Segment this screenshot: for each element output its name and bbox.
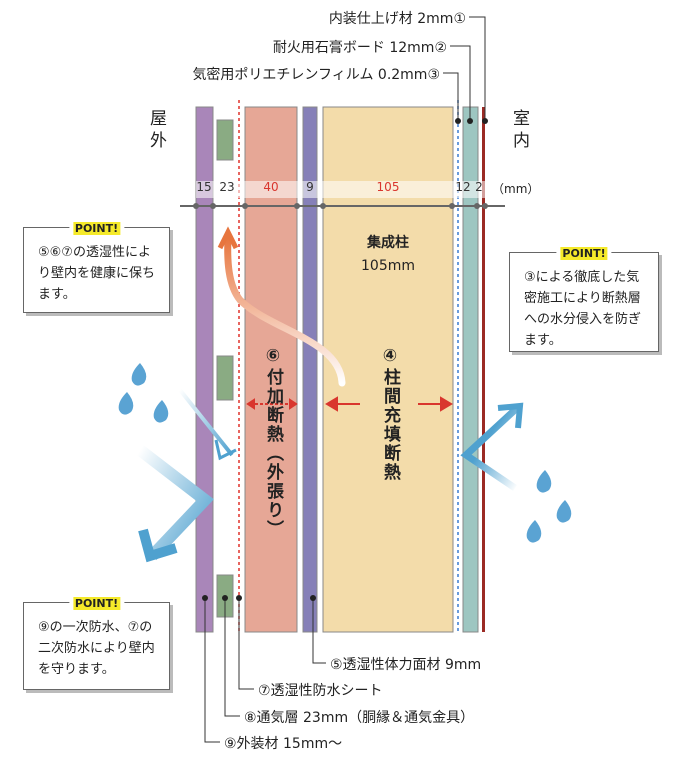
label-air-gap: ⑧通気層 23mm（胴縁＆通気金具） [244,710,475,726]
point-text: ③による徹底した気密施工により断熱層への水分侵入を防ぎます。 [524,270,642,348]
label-waterproof-sheet: ⑦透湿性防水シート [258,683,383,699]
label-siding: ⑨外装材 15mm～ [224,736,343,752]
label-gypsum-board: 耐火用石膏ボード 12mm② [272,40,447,56]
rain-deflect-arrow-small [178,388,234,457]
dim-cavity: 105 [376,180,400,194]
structural-panel-layer [302,106,318,633]
rain-deflect-arrow-large [136,445,214,561]
outer-insulation-label: ⑥付加断熱（外張り） [263,346,283,539]
label-structural-panel: ⑤透湿性体力面材 9mm [330,657,482,673]
interior-finish-layer [482,107,485,632]
point-badge: POINT! [560,247,608,260]
label-vapor-film: 気密用ポリエチレンフィルム 0.2mm③ [192,67,440,83]
arrowhead [217,226,239,250]
point-text: ⑨の一次防水、⑦の二次防水により壁内を守ります。 [38,620,155,677]
dim-siding: 15 [196,180,212,194]
batten [216,119,234,161]
batten [216,355,234,401]
point-box-airtight: POINT! ③による徹底した気密施工により断熱層への水分侵入を防ぎます。 [509,243,659,352]
dim-air-gap: 23 [219,180,235,194]
dim-outer-insulation: 40 [263,180,279,194]
dim-gypsum: 12 [455,180,471,194]
label-interior-finish: 内装仕上げ材 2mm① [328,11,466,27]
point-badge: POINT! [72,597,121,610]
point-box-breathability: POINT! ⑤⑥⑦の透湿性により壁内を健康に保ちます。 [23,218,170,313]
dim-unit: （mm） [492,182,540,196]
column-size: 105mm [361,258,415,274]
vapor-block-arrow [460,405,520,491]
dim-finish: 2 [475,180,483,194]
label-indoor: 室内 [513,109,530,151]
point-badge: POINT! [72,222,121,235]
dim-panel: 9 [306,180,314,194]
water-drops [118,363,572,543]
point-box-waterproof: POINT! ⑨の一次防水、⑦の二次防水により壁内を守ります。 [23,593,170,690]
moisture-release-arrow [224,234,346,387]
cavity-insulation-label: ④柱間充填断熱 [380,346,400,482]
point-text: ⑤⑥⑦の透湿性により壁内を健康に保ちます。 [38,245,156,302]
label-outdoor: 屋外 [150,109,167,151]
column-label: 集成柱 [367,235,409,251]
